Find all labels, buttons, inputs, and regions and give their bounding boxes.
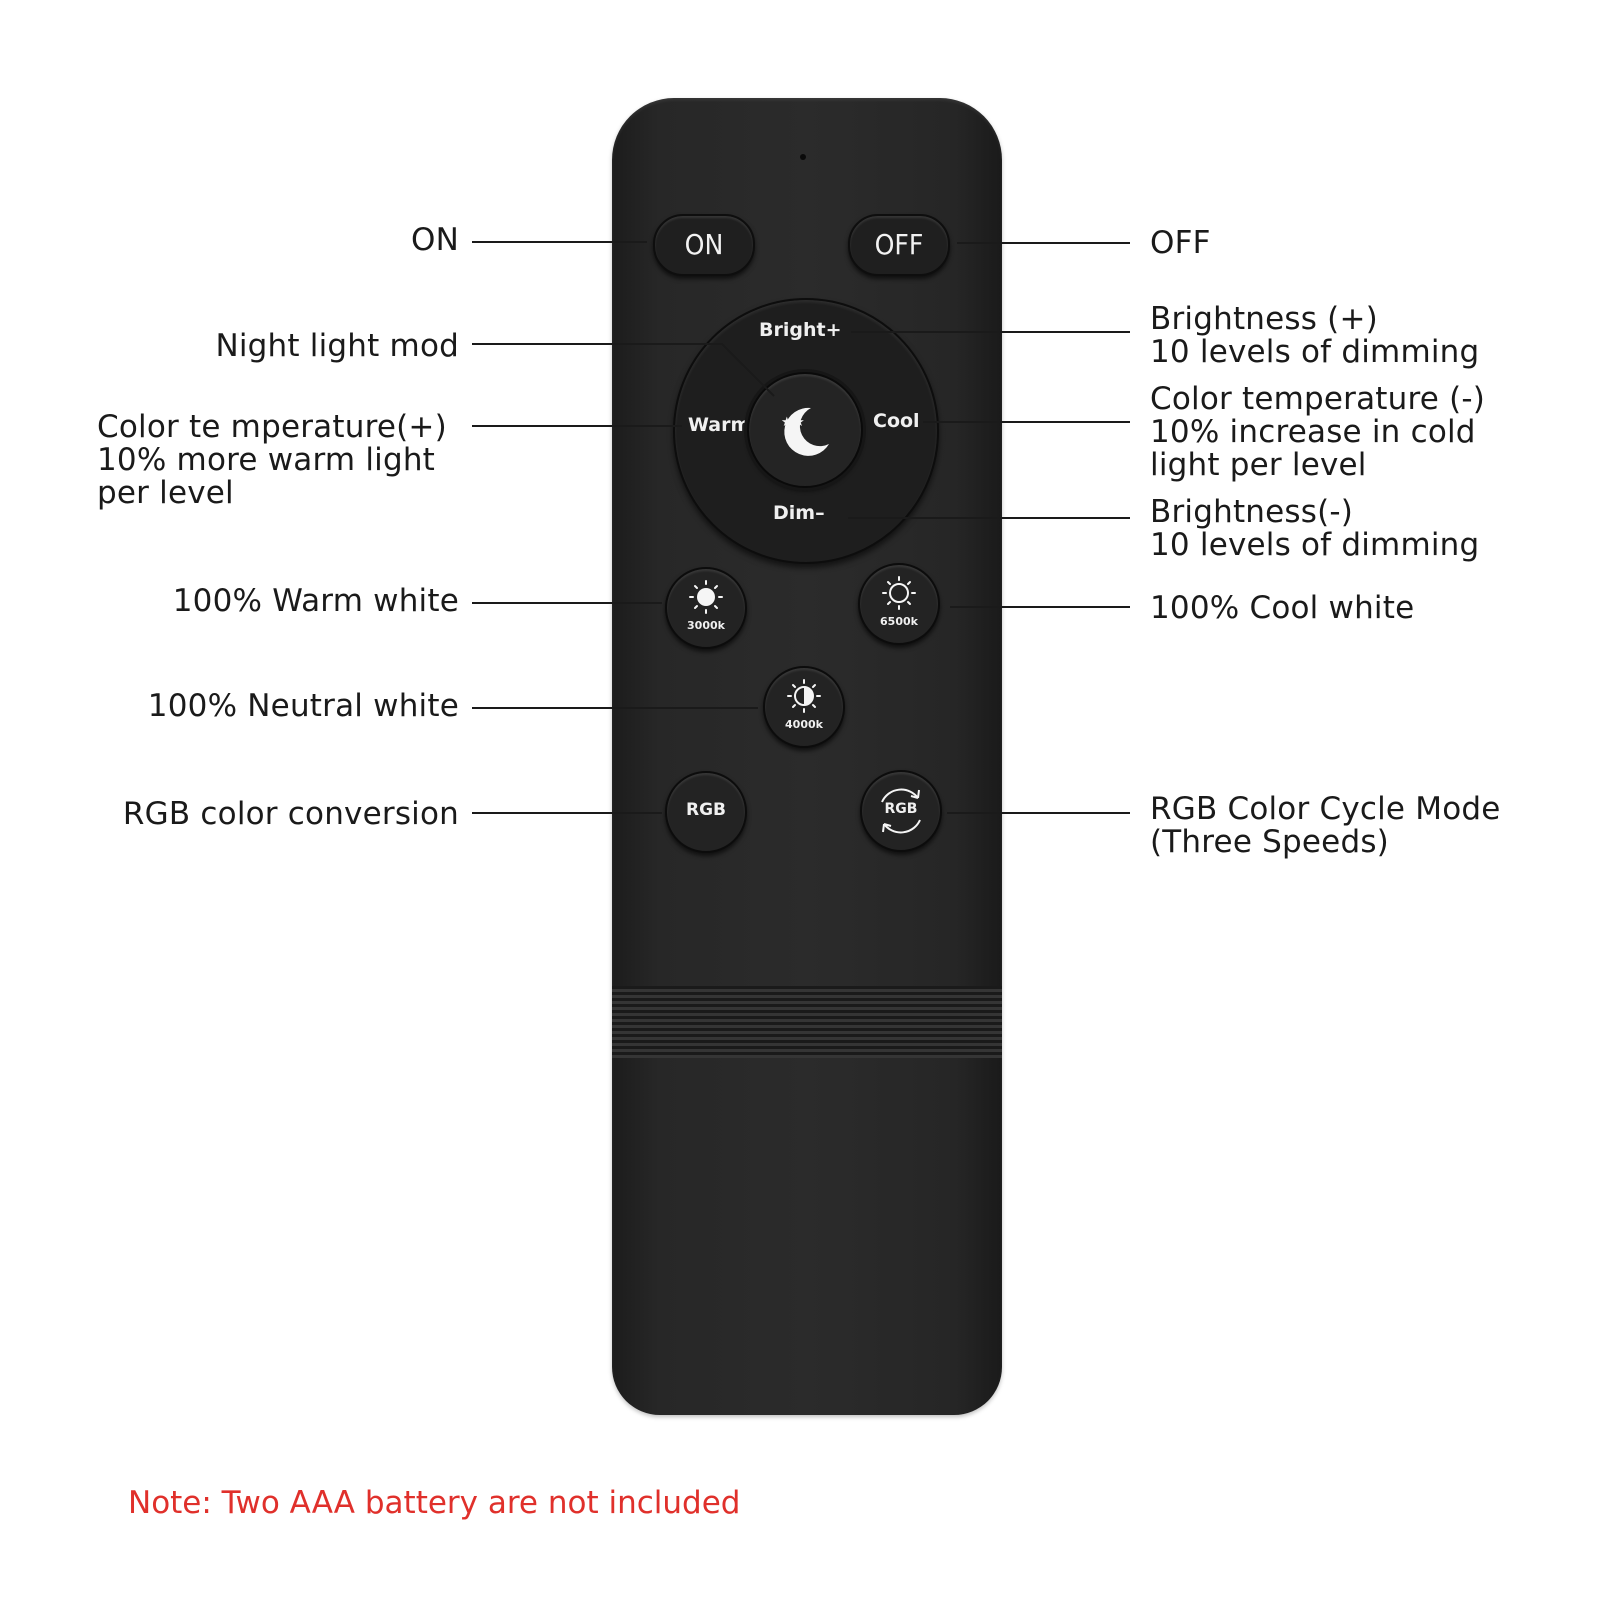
cool-button[interactable]: Cool	[873, 410, 920, 432]
cool-temp-label: 6500k	[880, 615, 918, 628]
remote-grip	[612, 986, 1002, 1058]
leader-line-dim-minus	[848, 517, 1130, 519]
leader-line-warm	[472, 425, 682, 427]
battery-note: Note: Two AAA battery are not included	[128, 1485, 741, 1521]
dim-minus-button[interactable]: Dim–	[773, 502, 825, 524]
callout-warm-white: 100% Warm white	[172, 583, 459, 619]
leader-line-on	[472, 241, 647, 243]
callout-brightness-plus: Brightness (+) 10 levels of dimming	[1150, 301, 1480, 370]
moon-icon: ★ ★ ★	[781, 407, 829, 456]
callout-off: OFF	[1150, 225, 1211, 261]
warm-temp-label: 3000k	[687, 619, 725, 632]
neutral-white-button[interactable]: 4000k	[763, 666, 845, 748]
rgb-button[interactable]: RGB	[665, 771, 747, 853]
callout-rgb-conversion: RGB color conversion	[122, 796, 459, 832]
on-button[interactable]: ON	[653, 214, 755, 276]
svg-text:★: ★	[787, 427, 799, 442]
leader-line-cool-white	[950, 606, 1130, 608]
leader-line-off	[957, 242, 1130, 244]
svg-text:★: ★	[793, 415, 805, 430]
neutral-temp-label: 4000k	[785, 718, 823, 731]
off-button[interactable]: OFF	[848, 214, 950, 276]
sun-half-icon	[787, 679, 821, 713]
callout-cool-white: 100% Cool white	[1150, 590, 1415, 626]
rgb-button-label: RGB	[685, 800, 726, 820]
leader-line-bright-plus	[851, 331, 1130, 333]
callout-neutral-white: 100% Neutral white	[147, 688, 459, 724]
callout-color-temp-plus: Color te mperature(+) 10% more warm ligh…	[97, 409, 447, 511]
leader-line-warm-white	[472, 602, 662, 604]
ir-sensor	[800, 154, 806, 160]
svg-text:★: ★	[781, 415, 793, 430]
sun-filled-icon	[689, 580, 723, 614]
cool-white-button[interactable]: 6500k	[858, 563, 940, 645]
callout-rgb-cycle: RGB Color Cycle Mode (Three Speeds)	[1150, 791, 1501, 860]
leader-line-cool	[923, 421, 1130, 423]
bright-plus-button[interactable]: Bright+	[759, 319, 842, 341]
cycle-arrows-icon	[881, 788, 921, 834]
night-light-button[interactable]: ★ ★ ★	[747, 372, 863, 488]
warm-button[interactable]: Warm	[688, 414, 751, 436]
sun-outline-icon	[882, 576, 916, 610]
leader-line-rgb-cycle	[947, 812, 1130, 814]
callout-on: ON	[411, 222, 459, 258]
rgb-cycle-label: RGB	[884, 801, 918, 817]
callout-night-light: Night light mod	[215, 328, 459, 364]
callout-color-temp-minus: Color temperature (-) 10% increase in co…	[1150, 381, 1486, 483]
callout-brightness-minus: Brightness(-) 10 levels of dimming	[1150, 494, 1480, 563]
warm-white-button[interactable]: 3000k	[665, 567, 747, 649]
rgb-cycle-button[interactable]: RGB	[860, 770, 942, 852]
leader-line-neutral-white	[472, 707, 758, 709]
leader-line-rgb	[472, 812, 662, 814]
